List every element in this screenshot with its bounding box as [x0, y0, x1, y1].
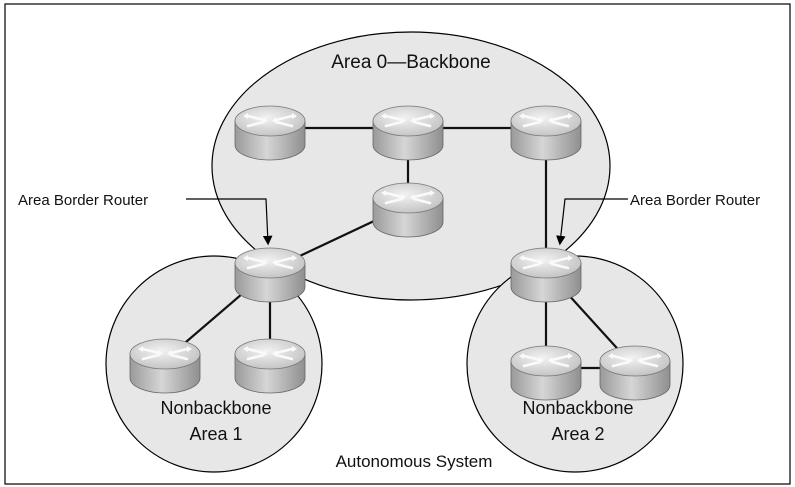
- nonbackbone-area-1: [105, 255, 323, 473]
- area2-label-line1: Nonbackbone: [522, 398, 633, 418]
- frame-border: [4, 3, 791, 485]
- router-icon: [233, 104, 307, 162]
- autonomous-system-label: Autonomous System: [336, 452, 493, 471]
- area1-label-line1: Nonbackbone: [160, 398, 271, 418]
- router-icon: [509, 104, 583, 162]
- router-icon: [233, 246, 307, 304]
- router-icon: [509, 246, 583, 304]
- router-icon: [233, 337, 307, 395]
- area1-label-line2: Area 1: [189, 424, 242, 444]
- router-icon: [371, 181, 445, 239]
- backbone-area: [211, 31, 611, 301]
- backbone-area-label: Area 0—Backbone: [331, 52, 491, 73]
- router-icon: [598, 344, 672, 402]
- abr-right-label: Area Border Router: [630, 192, 760, 209]
- router-icon: [371, 104, 445, 162]
- abr-left-label: Area Border Router: [18, 192, 148, 209]
- router-icon: [509, 344, 583, 402]
- area2-label-line2: Area 2: [551, 424, 604, 444]
- abr-left-pointer: [186, 198, 273, 246]
- abr-right-pointer: [556, 198, 628, 246]
- router-icon: [128, 337, 202, 395]
